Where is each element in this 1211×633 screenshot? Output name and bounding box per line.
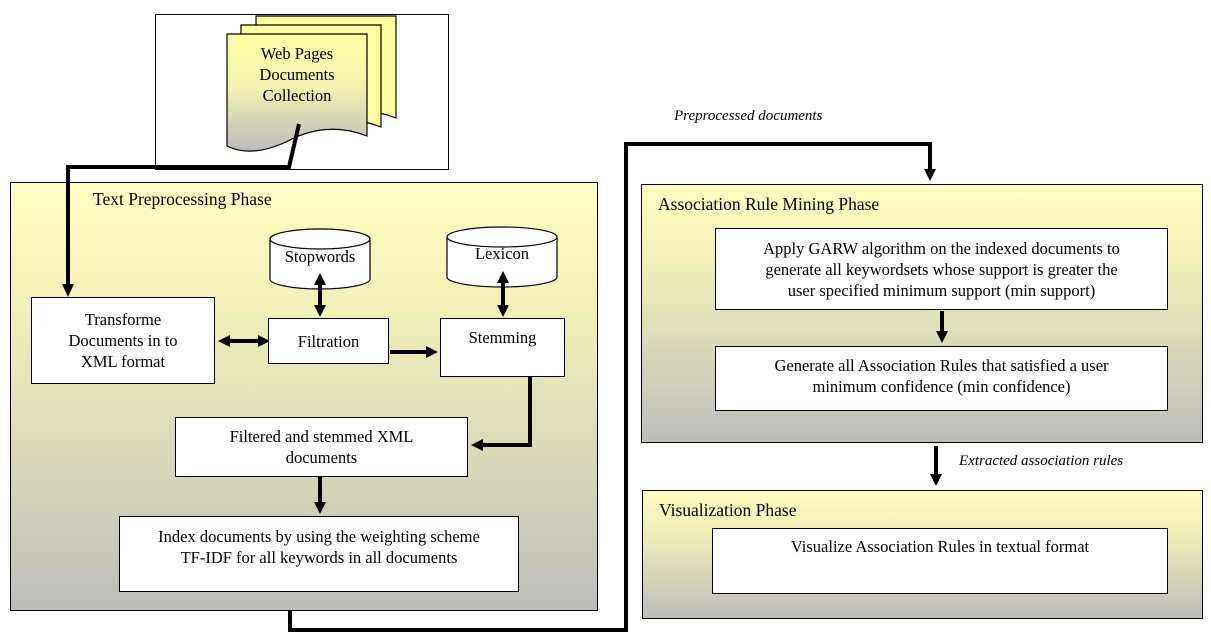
apply-line-3: user specified minimum support (min supp… [787,280,1096,300]
apply-garw-box: Apply GARW algorithm on the indexed docu… [715,228,1168,310]
transform-line-3: XML format [80,352,166,371]
arrow-preprocessed-to-mining [288,142,932,632]
generate-rules-box: Generate all Association Rules that sati… [715,346,1168,411]
source-line-2: Documents [259,65,335,84]
visualize-rules-box: Visualize Association Rules in textual f… [712,528,1168,594]
arrow-collection-to-transform [66,123,301,287]
extracted-association-rules-caption: Extracted association rules [959,453,1124,469]
stemming-box: Stemming [440,318,565,377]
arrow-stemming-to-filtered [478,377,532,447]
visualization-phase-title: Visualization Phase [659,500,797,520]
source-document-label: Web Pages Documents Collection [247,43,347,106]
source-line-3: Collection [262,86,332,105]
lexicon-label: Lexicon [474,244,530,263]
text-preprocessing-phase-title: Text Preprocessing Phase [93,189,272,209]
preprocessed-documents-caption: Preprocessed documents [674,108,823,124]
stemming-label: Stemming [468,328,537,347]
stopwords-label: Stopwords [284,247,356,266]
index-line-2: TF-IDF for all keywords in all documents [180,548,458,567]
document-stack-icon [226,15,397,152]
transform-documents-box: Transforme Documents in to XML format [31,297,215,384]
index-line-1: Index documents by using the weighting s… [158,527,480,546]
apply-line-1: Apply GARW algorithm on the indexed docu… [763,238,1120,258]
generate-line-2: minimum confidence (min confidence) [812,377,1071,396]
filtered-line-1: Filtered and stemmed XML [229,427,414,446]
apply-line-2: generate all keywordsets whose support i… [765,259,1118,279]
visualize-label: Visualize Association Rules in textual f… [790,537,1090,556]
transform-line-2: Documents in to [68,331,178,350]
transform-line-1: Transforme [84,310,162,329]
stopwords-database-icon [269,228,371,290]
lexicon-database-icon [446,226,558,288]
association-rule-mining-phase-title: Association Rule Mining Phase [658,194,880,214]
filtered-line-2: documents [285,448,358,467]
source-line-1: Web Pages [260,44,334,63]
generate-line-1: Generate all Association Rules that sati… [774,356,1109,375]
filtration-label: Filtration [297,331,360,351]
filtration-box: Filtration [268,318,389,364]
filtered-stemmed-box: Filtered and stemmed XML documents [175,417,468,477]
index-documents-box: Index documents by using the weighting s… [119,516,519,592]
